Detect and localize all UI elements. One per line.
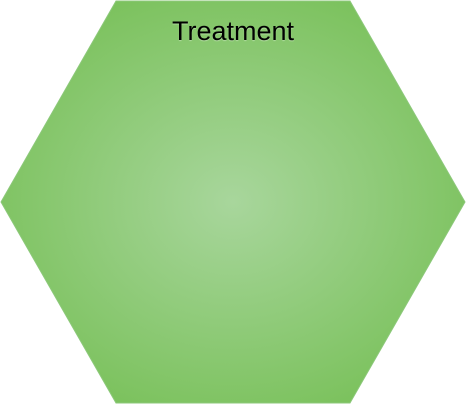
hexagon-title: Treatment bbox=[171, 16, 295, 46]
